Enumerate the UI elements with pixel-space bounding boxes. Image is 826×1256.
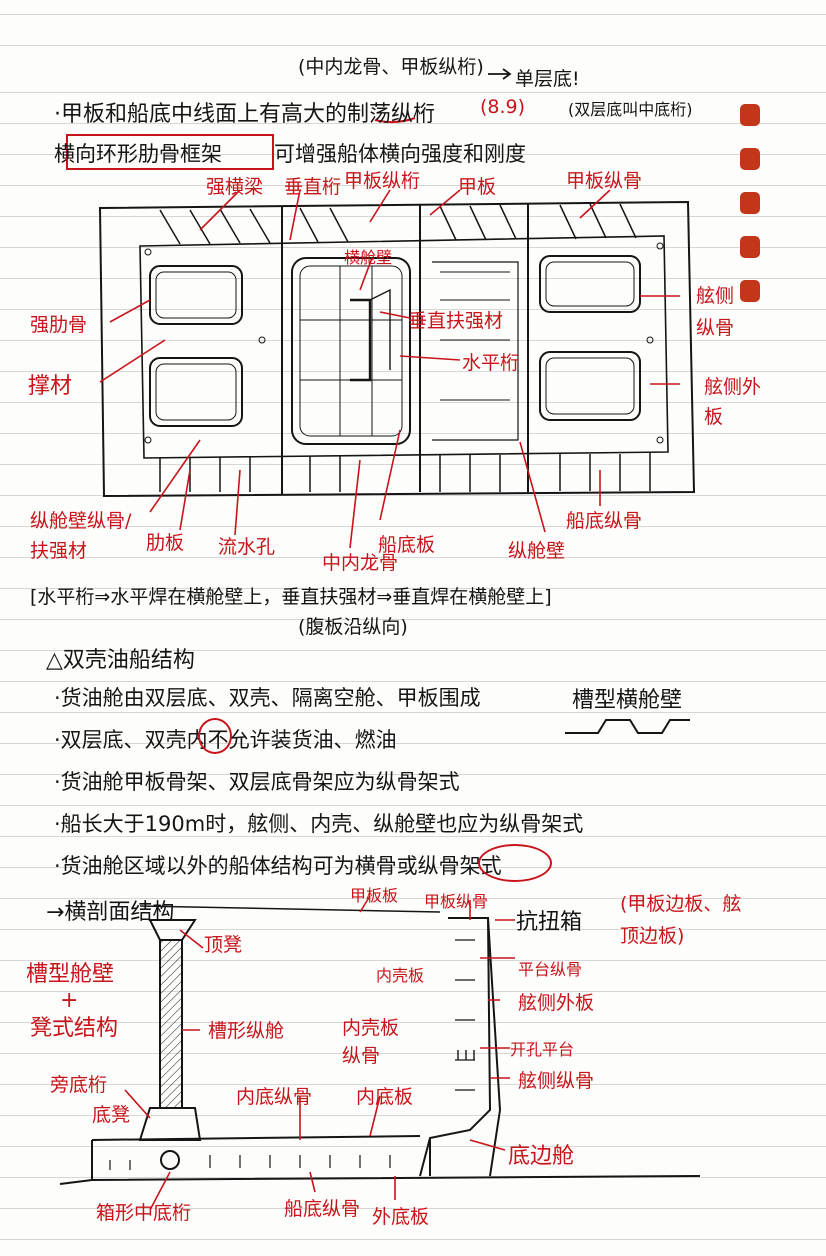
highlight-circle (478, 844, 552, 882)
label-vertical-girder: 垂直桁 (284, 176, 342, 198)
label-deck: 甲板 (458, 176, 497, 198)
label-bottom-plate: 船底板 (378, 534, 436, 556)
fig2-pointers (124, 895, 515, 1211)
label-longitudinal-bulkhead: 纵舱壁 (508, 540, 566, 562)
note-item-1: ·货油舱由双层底、双壳、隔离空舱、甲板围成 (54, 686, 481, 710)
label-drain-hole: 流水孔 (218, 536, 276, 558)
weld-note: [水平桁⇒水平焊在横舱壁上，垂直扶强材⇒垂直焊在横舱壁上] (30, 586, 552, 608)
label-inner-bottom-longitudinal: 内底纵骨 (236, 1086, 313, 1108)
page-tab-marker[interactable] (740, 236, 760, 258)
header-double-note: (双层底叫中底桁) (568, 100, 693, 119)
label-inner-shell-longitudinal: 内壳板纵骨 (342, 1017, 400, 1067)
label-bilge-tank: 底边舱 (508, 1144, 575, 1169)
label-horizontal-girder: 水平桁 (462, 352, 520, 374)
label-corrugated-bulkhead: 槽型横舱壁 (572, 688, 683, 713)
section-title: △双壳油船结构 (46, 648, 195, 673)
page-tab-marker[interactable] (740, 280, 760, 302)
label-deck-girder: 甲板纵桁 (344, 170, 421, 192)
label-cross-tie: 撑材 (28, 374, 73, 399)
note-item-4: ·船长大于190m时，舷侧、内壳、纵舱壁也应为纵骨架式 (54, 812, 584, 836)
label-inner-bottom: 内底板 (356, 1086, 414, 1108)
label-bottom-longitudinal-2: 船底纵骨 (284, 1198, 361, 1220)
note-line-2-boxed: 横向环形肋骨框架 (54, 142, 222, 166)
note-item-5: ·货油舱区域以外的船体结构可为横骨或纵骨架式 (54, 854, 502, 878)
label-deck-plate: 甲板板 (350, 886, 399, 905)
label-box-center-girder: 箱形中底桁 (96, 1202, 192, 1224)
cross-section-diagram (59, 905, 701, 1185)
note-line-1-ref: (8.9) (480, 96, 526, 118)
label-platform-longitudinal: 平台纵骨 (518, 960, 583, 979)
label-top-stool: 顶凳 (204, 934, 243, 956)
label-torsion-box: 抗扭箱 (516, 910, 583, 935)
plus-sign: + (60, 988, 79, 1013)
label-center-keelson: 中内龙骨 (322, 552, 399, 574)
label-bottom-longitudinal: 船底纵骨 (566, 510, 643, 532)
label-vertical-stiffener: 垂直扶强材 (408, 310, 504, 332)
label-strong-beam: 强横梁 (206, 176, 264, 198)
label-side-shell-plate: 舷侧外板 (518, 992, 595, 1014)
label-deck-longitudinal: 甲板纵骨 (566, 170, 643, 192)
note-line-2: 可增强船体横向强度和刚度 (274, 142, 526, 166)
label-bottom-stool: 底凳 (92, 1104, 131, 1126)
label-deck-longitudinal-2: 甲板纵骨 (424, 892, 489, 911)
note-item-3: ·货油舱甲板骨架、双层底骨架应为纵骨架式 (54, 770, 460, 794)
highlight-circle (198, 718, 232, 754)
note-line-1: ·甲板和船底中线面上有高大的制荡纵桁 (54, 102, 435, 127)
header-topic: (中内龙骨、甲板纵桁) (298, 56, 484, 78)
label-web-frame: 强肋骨 (30, 314, 88, 336)
page-tab-marker[interactable] (740, 192, 760, 214)
page-tab-marker[interactable] (740, 104, 760, 126)
corrugated-bulkhead-sketch (565, 719, 690, 734)
header-arrow-note: 单层底! (515, 68, 580, 90)
label-transverse-bulkhead: 横舱壁 (344, 248, 393, 267)
label-side-shell: 舷侧外板 (704, 376, 762, 428)
label-side-girder: 旁底桁 (50, 1074, 108, 1096)
label-corrugated-longitudinal-bulkhead: 槽形纵舱 (208, 1020, 285, 1042)
web-note: (腹板沿纵向) (298, 616, 408, 638)
label-corrugated-bulkhead-2: 槽型舱壁 (26, 962, 115, 987)
label-inner-shell: 内壳板 (376, 966, 425, 985)
highlight-box (66, 134, 274, 170)
label-perforated-platform: 开孔平台 (510, 1040, 575, 1059)
page-tab-marker[interactable] (740, 148, 760, 170)
label-outer-bottom: 外底板 (372, 1206, 430, 1228)
label-side-longitudinal: 舷侧纵骨 (696, 285, 735, 339)
label-longitudinal-bulkhead-stiffener: 纵舱壁纵骨/扶强材 (30, 510, 132, 562)
label-stool-structure: 凳式结构 (30, 1016, 119, 1041)
hull-block-diagram (98, 200, 696, 498)
label-torsion-box-note: (甲板边板、舷顶边板) (620, 893, 742, 947)
cross-section-title: →横剖面结构 (46, 900, 175, 925)
label-floor: 肋板 (146, 532, 185, 554)
fig1-pointers (99, 189, 680, 549)
label-side-longitudinal-2: 舷侧纵骨 (518, 1070, 595, 1092)
